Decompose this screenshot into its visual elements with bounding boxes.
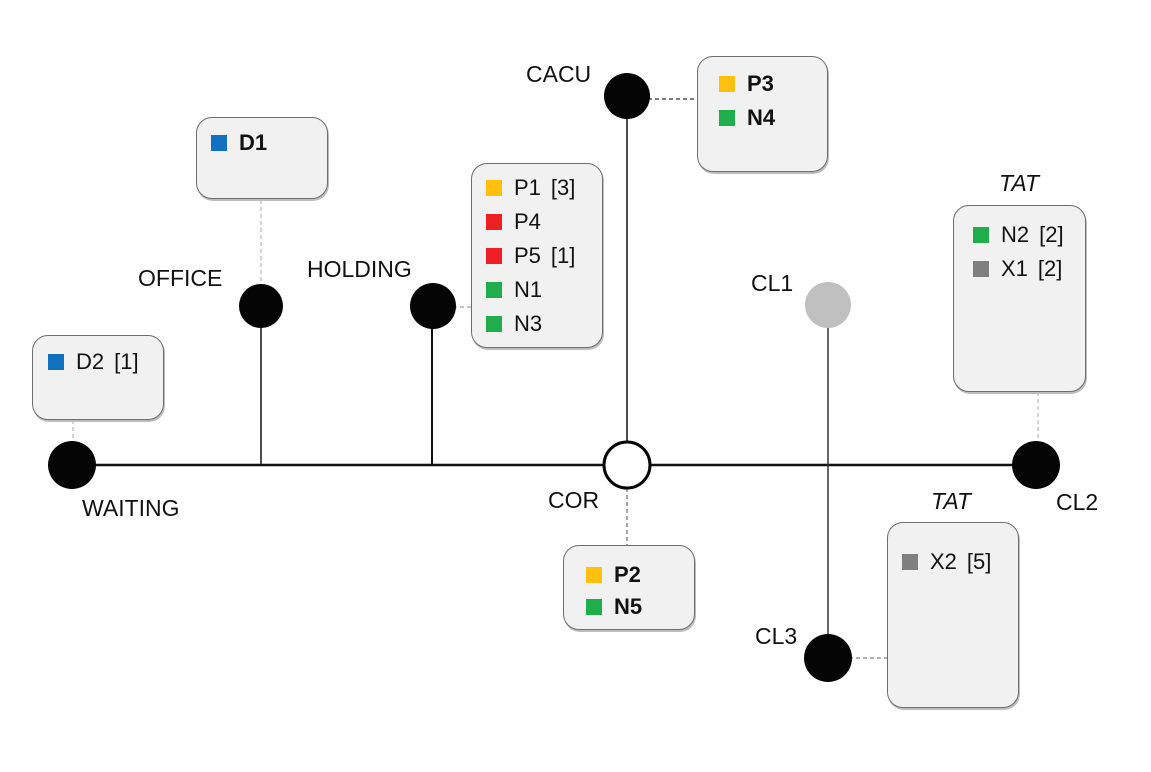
tat-title-cl2: TAT <box>999 170 1040 196</box>
status-swatch-red <box>486 214 502 230</box>
queue-box-cacu[interactable]: P3 N4 <box>697 56 828 172</box>
item-count: [3] <box>550 175 576 200</box>
status-swatch-red <box>486 248 502 264</box>
queue-item[interactable]: X1 [2] <box>973 258 1062 280</box>
queue-item[interactable]: X2 [5] <box>902 551 991 573</box>
item-id: P5 <box>514 243 541 268</box>
queue-item[interactable]: N5 <box>586 596 642 618</box>
queue-box-cl2[interactable]: N2 [2] X1 [2] <box>953 205 1086 392</box>
node-cl1[interactable] <box>805 282 851 328</box>
queue-box-office[interactable]: D1 <box>196 117 328 199</box>
item-id: N5 <box>614 594 643 619</box>
item-id: X1 <box>1001 256 1028 281</box>
node-label-cl3: CL3 <box>755 623 798 649</box>
queue-item[interactable]: P3 <box>719 73 774 95</box>
queue-item[interactable]: D2 [1] <box>48 351 139 373</box>
node-label-office: OFFICE <box>138 265 223 291</box>
tat-title-cl3: TAT <box>931 488 972 514</box>
status-swatch-gray <box>973 261 989 277</box>
node-cl2[interactable] <box>1012 441 1060 489</box>
queue-box-holding[interactable]: P1 [3] P4 P5 [1] N1 N3 <box>471 163 603 348</box>
node-waiting[interactable] <box>48 441 96 489</box>
status-swatch-green <box>486 316 502 332</box>
status-swatch-yellow <box>486 180 502 196</box>
node-label-cor: COR <box>548 487 600 513</box>
queue-item[interactable]: N3 <box>486 313 542 335</box>
queue-item[interactable]: N2 [2] <box>973 224 1064 246</box>
queue-box-cor[interactable]: P2 N5 <box>563 545 695 630</box>
item-count: [2] <box>1037 256 1063 281</box>
node-label-cl2: CL2 <box>1056 489 1099 515</box>
item-id: P2 <box>614 562 641 587</box>
node-holding[interactable] <box>410 283 456 329</box>
queue-box-cl3[interactable]: X2 [5] <box>887 522 1019 708</box>
status-swatch-green <box>486 282 502 298</box>
item-id: P4 <box>514 209 541 234</box>
item-id: N2 <box>1001 222 1030 247</box>
status-swatch-gray <box>902 554 918 570</box>
item-count: [1] <box>114 349 139 374</box>
item-id: D2 <box>76 349 105 374</box>
item-id: D1 <box>239 130 268 155</box>
node-office[interactable] <box>239 284 283 328</box>
item-id: N4 <box>747 105 776 130</box>
node-label-cl1: CL1 <box>751 270 794 296</box>
node-cor[interactable] <box>602 440 652 490</box>
node-label-holding: HOLDING <box>307 256 412 282</box>
item-id: N3 <box>514 311 543 336</box>
item-count: [1] <box>550 243 576 268</box>
item-id: X2 <box>930 549 957 574</box>
node-cl3[interactable] <box>804 634 852 682</box>
status-swatch-yellow <box>586 567 602 583</box>
queue-item[interactable]: P5 [1] <box>486 245 575 267</box>
item-id: N1 <box>514 277 543 302</box>
status-swatch-blue <box>48 354 64 370</box>
status-swatch-green <box>973 227 989 243</box>
node-label-cacu: CACU <box>526 61 592 87</box>
status-swatch-blue <box>211 135 227 151</box>
node-label-waiting: WAITING <box>82 495 180 521</box>
item-id: P3 <box>747 71 774 96</box>
queue-item[interactable]: P2 <box>586 564 641 586</box>
status-swatch-green <box>586 599 602 615</box>
queue-item[interactable]: P4 <box>486 211 541 233</box>
queue-item[interactable]: N4 <box>719 107 775 129</box>
queue-item[interactable]: P1 [3] <box>486 177 575 199</box>
item-id: P1 <box>514 175 541 200</box>
status-swatch-yellow <box>719 76 735 92</box>
queue-item[interactable]: D1 <box>211 132 267 154</box>
queue-item[interactable]: N1 <box>486 279 542 301</box>
queue-box-waiting[interactable]: D2 [1] <box>32 335 164 420</box>
node-cacu[interactable] <box>604 73 650 119</box>
status-swatch-green <box>719 110 735 126</box>
item-count: [2] <box>1039 222 1064 247</box>
item-count: [5] <box>966 549 992 574</box>
